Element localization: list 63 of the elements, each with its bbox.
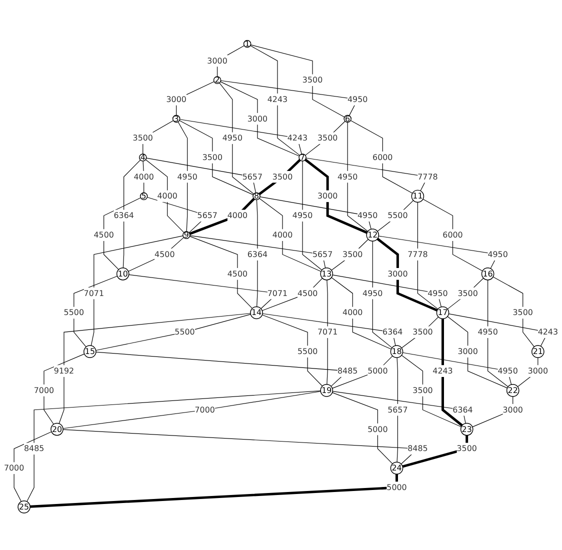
connector [447,277,484,309]
connector [472,396,514,427]
connector [122,159,141,268]
connector [305,120,346,156]
connector [262,314,323,386]
connector [377,200,414,232]
connector [128,236,184,272]
connector [331,238,369,270]
connector [376,237,438,312]
connector [350,120,413,194]
connector [401,354,462,427]
connector [250,44,300,156]
connector [304,158,368,234]
connector [332,355,393,388]
connector [262,312,396,346]
connector [142,120,174,154]
connector [30,474,398,508]
connector [189,236,253,308]
connector [259,198,322,272]
connector [422,198,483,271]
connector [145,158,184,232]
connector [44,353,85,424]
connector [250,44,345,117]
connector [104,196,141,270]
connector [447,316,508,388]
connector [219,82,254,194]
connector [178,121,188,232]
connector [260,196,372,230]
connector [396,356,398,462]
connector [331,276,392,349]
connector [372,240,392,348]
connector [332,390,466,424]
connector [347,122,368,232]
connector [74,275,118,347]
connector [90,235,184,346]
connector [326,279,328,384]
connector [258,158,301,195]
connector [402,352,512,384]
connector [417,201,438,309]
connector [332,392,393,464]
connector [189,197,255,234]
connector [142,160,144,193]
connector [179,120,254,195]
connector [401,316,439,348]
connector [256,198,258,307]
connector [492,276,535,347]
connector [180,118,302,154]
connector [488,279,508,387]
connector [62,390,321,428]
connector [402,434,468,468]
connector [26,390,321,502]
connector [517,356,538,387]
connector [262,277,323,310]
connector [302,160,322,270]
connector [176,80,214,116]
connector [332,274,442,307]
connector [190,234,326,268]
connector [96,314,251,350]
connector [14,430,52,502]
connector [146,157,256,193]
connector [58,312,251,424]
connector [442,318,463,426]
connector [220,80,300,156]
